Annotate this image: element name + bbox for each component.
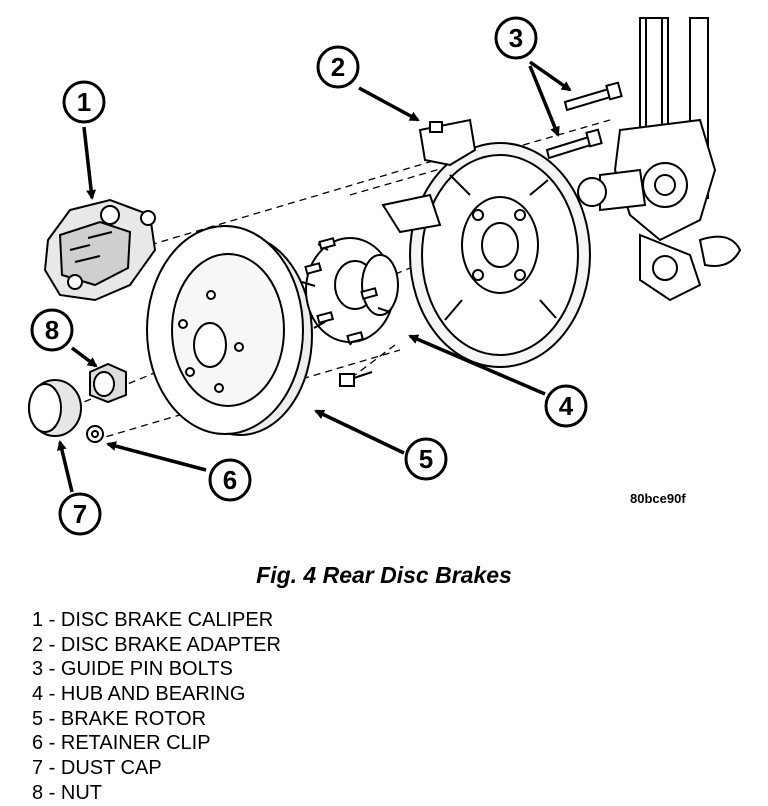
legend-item: 7 - DUST CAP [32, 757, 162, 780]
legend-item: 3 - GUIDE PIN BOLTS [32, 658, 233, 681]
legend-item: 6 - RETAINER CLIP [32, 732, 211, 755]
callout-6: 6 [208, 458, 252, 502]
brake-rotor [146, 225, 313, 436]
suspension-knuckle [577, 17, 742, 302]
backing-plate [409, 142, 591, 368]
callout-8: 8 [30, 308, 74, 352]
legend-item: 1 - DISC BRAKE CALIPER [32, 609, 274, 631]
legend-item: 4 - HUB AND BEARING [32, 683, 246, 706]
retainer-clip [86, 425, 104, 443]
svg-text:8: 8 [45, 315, 59, 345]
disc-brake-caliper [43, 198, 157, 302]
svg-text:1: 1 [77, 87, 91, 117]
leader-arrows [57, 60, 572, 493]
dust-cap [28, 379, 82, 437]
callout-3: 3 [494, 16, 538, 60]
svg-text:4: 4 [559, 391, 574, 421]
disc-brake-adapter [381, 118, 477, 234]
callout-2: 2 [316, 45, 360, 89]
figure-caption: Fig. 4 Rear Disc Brakes [256, 562, 512, 588]
callout-4: 4 [544, 384, 588, 428]
hub-mounting-bolt [339, 371, 373, 387]
callout-5: 5 [404, 437, 448, 481]
svg-text:2: 2 [331, 52, 345, 82]
legend-item: 5 - BRAKE ROTOR [32, 707, 207, 730]
svg-text:3: 3 [509, 23, 523, 53]
exploded-view-diagram: 1 2 3 4 5 6 7 8 80bce90f [28, 16, 742, 536]
svg-text:6: 6 [223, 465, 237, 495]
legend-item: 8 - NUT [32, 781, 102, 804]
hub-and-bearing [301, 237, 399, 346]
parts-legend: 1 - DISC BRAKE CALIPER 2 - DISC BRAKE AD… [32, 608, 281, 806]
legend-item: 2 - DISC BRAKE ADAPTER [32, 633, 281, 656]
guide-pin-bolts [545, 81, 623, 160]
image-code: 80bce90f [630, 491, 686, 506]
callout-1: 1 [62, 80, 106, 124]
nut [89, 362, 127, 404]
svg-text:7: 7 [73, 499, 87, 529]
callout-7: 7 [58, 492, 102, 536]
svg-text:5: 5 [419, 444, 433, 474]
